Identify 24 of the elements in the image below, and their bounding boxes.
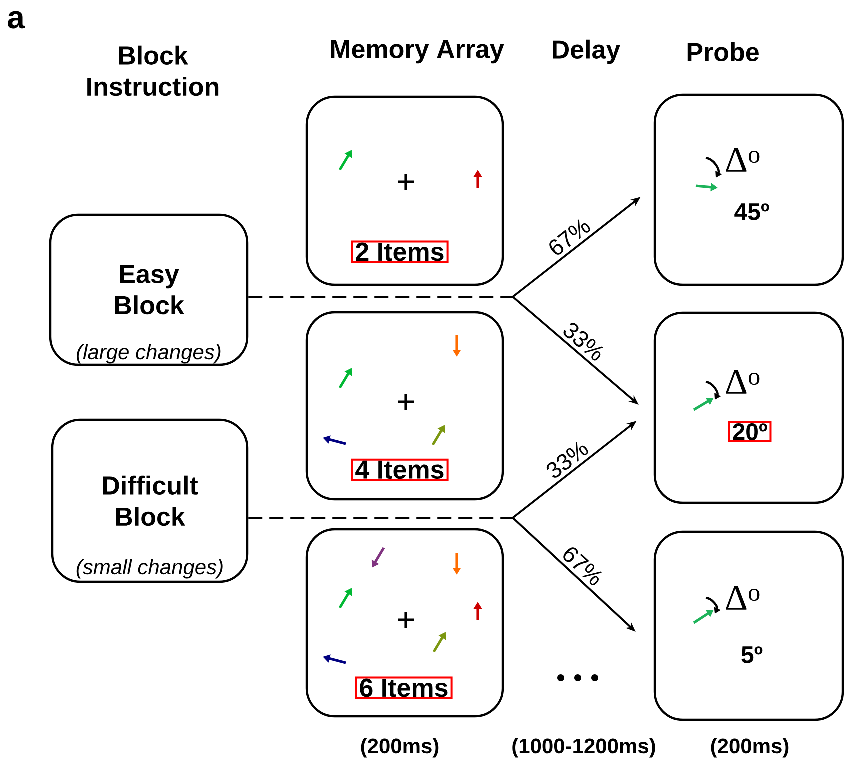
edge-label: 33% (560, 319, 608, 364)
duration-label: (1000-1200ms) (512, 738, 656, 758)
dashed-line (248, 517, 513, 519)
stimulus-box (306, 311, 504, 501)
column-heading: Probe (688, 42, 759, 62)
block-box: Difficult Block (small changes) (51, 418, 249, 584)
panel-letter: a (8, 11, 26, 29)
probe-box: Δ$^{o}$ 5º (654, 530, 844, 722)
highlight-box: 6 Items (355, 676, 453, 700)
edge-label: 67% (544, 215, 594, 260)
edge-label: 33% (542, 438, 592, 482)
highlight-box: 20º (728, 422, 772, 442)
highlight-box: 4 Items (351, 458, 449, 482)
highlight-box: 2 Items (351, 240, 449, 264)
duration-label: (200ms) (361, 738, 439, 758)
column-heading: Memory Array (331, 40, 504, 64)
stimulus-box (306, 528, 504, 718)
dashed-line (248, 296, 513, 298)
stimulus-box (306, 96, 504, 286)
probe-box: Δ$^{o}$ 45º (654, 94, 844, 286)
column-heading: Delay (553, 40, 621, 64)
block-box: Easy Block (large changes) (49, 214, 249, 366)
edge-label: 67% (559, 542, 607, 589)
column-heading: Block Instruction (88, 46, 219, 96)
